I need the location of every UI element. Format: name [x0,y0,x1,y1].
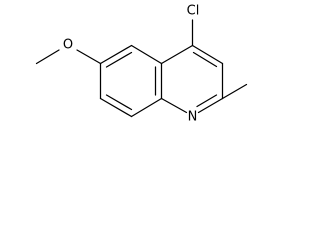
bond-c2-methyl [221,83,248,100]
benzo-ring [99,44,163,118]
bond-c7-c8 [99,97,133,118]
double-bond-c5-c6 [105,51,133,68]
double-bond-c2-n1 [196,94,218,108]
nitrogen-label: N [188,110,198,125]
bond-o-methyl [35,49,60,65]
double-bond-c4-c3 [192,51,218,68]
double-bond-c7-c8 [105,94,133,111]
bond-n1-c8a [160,97,188,114]
bond-c2-n1 [197,97,224,114]
oxygen-label: O [63,38,73,53]
bond-c4-c3 [191,44,224,65]
bond-c6-o [76,49,102,65]
bond-c4a-c5 [130,44,163,65]
pyridine-ring [160,44,224,114]
chlorine-label: Cl [187,4,200,19]
bond-c5-c6 [99,44,133,65]
bond-c8-c8a [130,97,163,118]
bond-c4a-c4 [160,44,194,65]
structure-drawing: Cl N O [35,4,248,125]
